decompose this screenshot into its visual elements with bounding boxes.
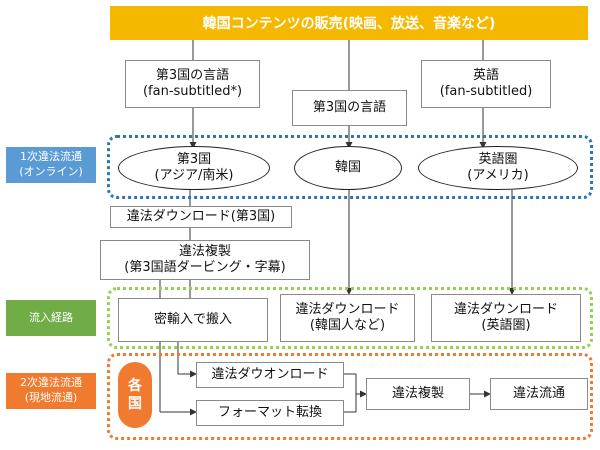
stage-online-group — [107, 135, 593, 199]
step-download-english-line1: 違法ダウンロード — [453, 301, 558, 317]
step-download-korean-line1: 違法ダウンロード — [295, 301, 400, 317]
step-download-third: 違法ダウンロード(第3国) — [110, 206, 292, 228]
stage-online-line2: (オンライン) — [19, 165, 83, 178]
stage-online-label: 1次違法流通 (オンライン) — [6, 147, 96, 183]
source-third-language-mid: 第3国の言語 — [292, 90, 407, 126]
step-format-convert: フォーマット転換 — [196, 400, 344, 426]
step-copy-third: 違法複製 (第3国語ダービング・字幕) — [100, 240, 310, 280]
step-local-download: 違法ダウオンロード — [196, 362, 344, 388]
step-download-english: 違法ダウンロード (英語圏) — [431, 294, 581, 342]
stage-online-line1: 1次違法流通 — [20, 150, 82, 164]
source-english: 英語 (fan-subtitled) — [421, 60, 551, 108]
region-third-country-line1: 第3国 — [176, 151, 212, 167]
source-english-line2: (fan-subtitled) — [439, 84, 533, 99]
step-download-korean-line2: (韓国人など) — [309, 318, 386, 333]
source-third-language: 第3国の言語 (fan-subtitled*) — [125, 60, 260, 108]
stage-offline-group — [107, 353, 593, 440]
title-bar: 韓国コンテンツの販売(映画、放送、音楽など) — [110, 6, 588, 40]
region-english-sphere: 英語圏 (アメリカ) — [418, 146, 578, 190]
each-country-line2: 国 — [128, 396, 142, 412]
step-copy-third-line2: (第3国語ダービング・字幕) — [124, 260, 286, 275]
source-third-language-line1: 第3国の言語 — [155, 67, 230, 83]
each-country-line1: 各 — [128, 377, 142, 394]
region-third-country-line2: (アジア/南米) — [154, 168, 234, 183]
stage-route-label: 流入経路 — [6, 300, 96, 336]
step-local-copy: 違法複製 — [366, 378, 470, 410]
step-download-english-line2: (英語圏) — [481, 318, 531, 333]
region-english-sphere-line2: (アメリカ) — [467, 168, 529, 183]
step-smuggle: 密輸入で搬入 — [118, 298, 268, 342]
step-local-distribution: 違法流通 — [490, 378, 588, 410]
source-third-language-line2: (fan-subtitled*) — [142, 84, 243, 99]
step-copy-third-line1: 違法複製 — [178, 243, 231, 259]
each-country-badge: 各 国 — [118, 362, 152, 428]
step-download-korean: 違法ダウンロード (韓国人など) — [280, 294, 415, 342]
stage-offline-line1: 2次違法流通 — [20, 376, 82, 390]
region-english-sphere-line1: 英語圏 — [478, 151, 518, 167]
source-english-line1: 英語 — [472, 67, 499, 83]
stage-offline-label: 2次違法流通 (現地流通) — [6, 373, 96, 409]
region-third-country: 第3国 (アジア/南米) — [118, 146, 270, 190]
region-korea: 韓国 — [294, 146, 402, 190]
stage-offline-line2: (現地流通) — [24, 391, 78, 404]
stage-route-group — [107, 287, 593, 349]
